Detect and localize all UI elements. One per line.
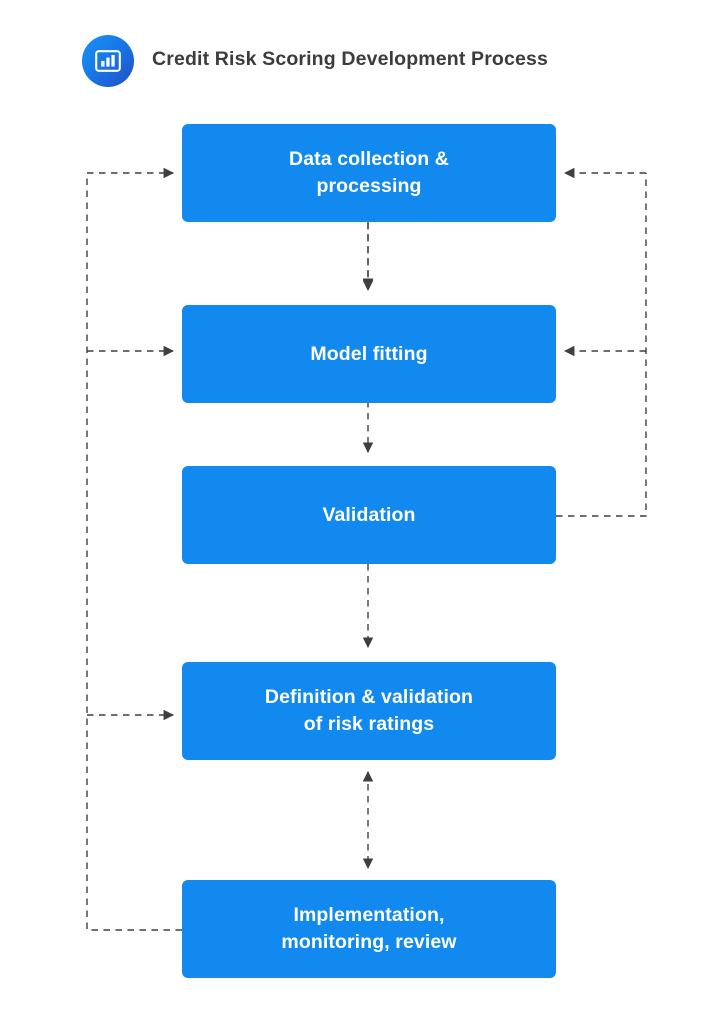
node-model-fitting-label: Model fitting bbox=[310, 342, 428, 365]
header: Credit Risk Scoring Development Process bbox=[0, 0, 720, 110]
edge-implementation-feedback-trunk bbox=[86, 173, 182, 931]
node-data-collection-label: Data collection & processing bbox=[289, 148, 449, 197]
node-risk-ratings[interactable]: Definition & validation of risk ratings bbox=[182, 662, 556, 760]
node-risk-ratings-label: Definition & validation of risk ratings bbox=[264, 686, 474, 735]
node-validation[interactable]: Validation bbox=[182, 466, 556, 564]
page-title: Credit Risk Scoring Development Process bbox=[152, 48, 548, 70]
node-data-collection[interactable]: Data collection & processing bbox=[182, 124, 556, 222]
node-validation-label: Validation bbox=[322, 503, 416, 526]
edge-validation-feedback-trunk bbox=[556, 173, 647, 517]
node-model-fitting[interactable]: Model fitting bbox=[182, 305, 556, 403]
node-implementation[interactable]: Implementation, monitoring, review bbox=[182, 880, 556, 978]
node-implementation-label: Implementation, monitoring, review bbox=[281, 904, 457, 953]
bar-chart-icon bbox=[82, 35, 134, 87]
